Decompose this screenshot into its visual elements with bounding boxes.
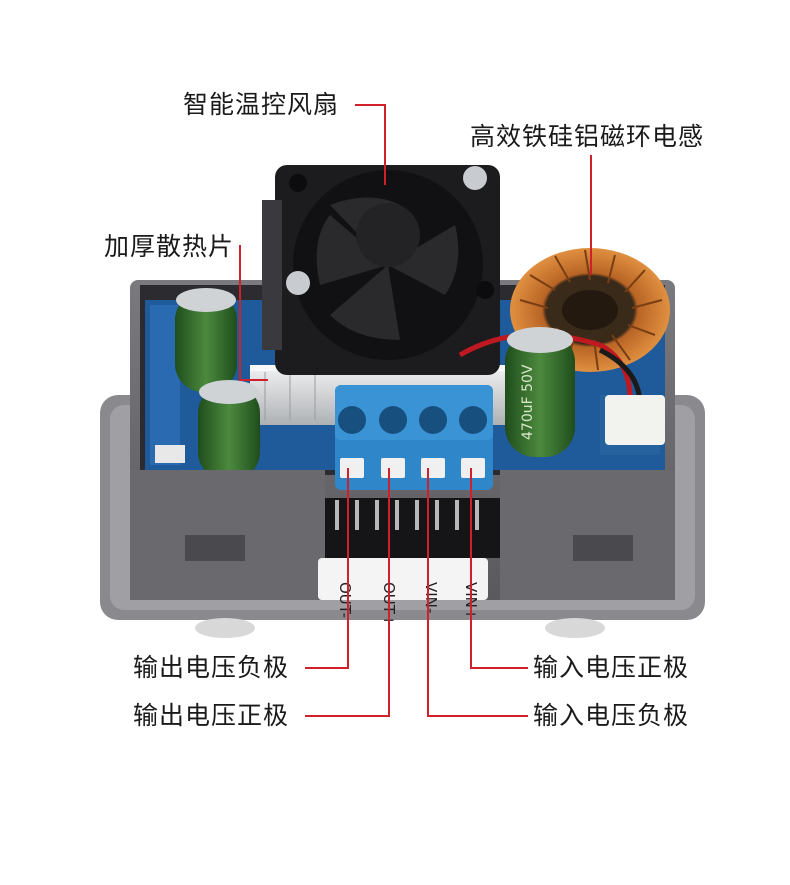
capacitors: 470uF 50V: [175, 288, 575, 480]
capacitor-rating-text: 470uF 50V: [520, 364, 536, 440]
housing-walls: [130, 470, 675, 600]
callout-inductor: 高效铁硅铝磁环电感: [470, 122, 705, 151]
callout-fan: 智能温控风扇: [183, 90, 340, 119]
callout-input-positive: 输入电压正极: [533, 653, 690, 682]
terminal-block: [335, 385, 493, 490]
callout-heatsink: 加厚散热片: [104, 232, 235, 261]
fan: [262, 165, 500, 375]
terminal-label-vin-neg: VIN-: [422, 582, 440, 613]
leader-lines: [239, 104, 592, 717]
callout-output-positive: 输出电压正极: [133, 701, 290, 730]
terminal-label-out-neg: OUT-: [336, 582, 354, 618]
callout-input-negative: 输入电压负极: [533, 701, 690, 730]
callout-output-negative: 输出电压负极: [133, 653, 290, 682]
bottom-knobs: [195, 618, 605, 638]
